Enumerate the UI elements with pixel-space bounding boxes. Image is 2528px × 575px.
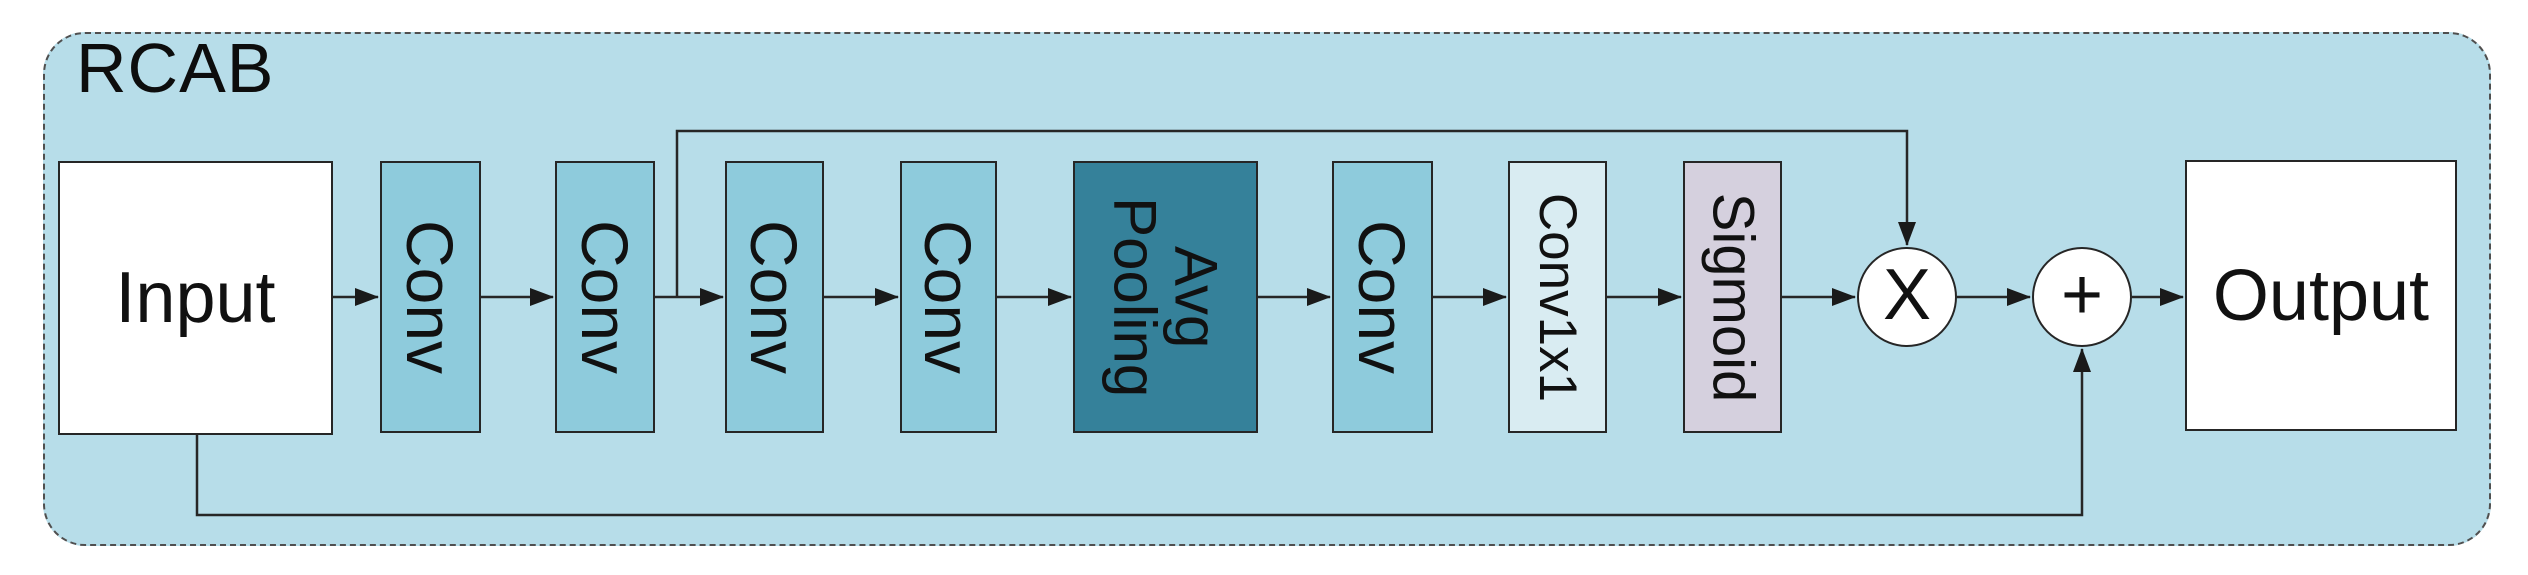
node-output: Output: [2185, 160, 2457, 431]
skip-top-line: [675, 129, 1916, 297]
conv3-label: Conv: [737, 219, 812, 375]
node-conv-4: Conv: [900, 161, 997, 433]
diagram-title: RCAB: [76, 29, 275, 107]
node-input: Input: [58, 161, 333, 435]
multiply-symbol: X: [1882, 255, 1932, 335]
avg-pooling-label: Avg Pooling: [1101, 196, 1230, 398]
add-symbol: +: [2060, 255, 2104, 335]
node-conv1x1: Conv1x1: [1508, 161, 1607, 433]
conv4-label: Conv: [911, 219, 986, 375]
node-conv-1: Conv: [380, 161, 481, 433]
output-label: Output: [2212, 255, 2430, 336]
node-add-circle: +: [2032, 247, 2132, 347]
conv1x1-label: Conv1x1: [1528, 192, 1587, 402]
node-multiply-circle: X: [1857, 247, 1957, 347]
node-avg-pooling: Avg Pooling: [1073, 161, 1258, 433]
node-conv-3: Conv: [725, 161, 824, 433]
conv2-label: Conv: [568, 219, 643, 375]
skip-bottom-line: [195, 348, 2091, 517]
node-conv-2: Conv: [555, 161, 655, 433]
node-sigmoid: Sigmoid: [1683, 161, 1782, 433]
sigmoid-label: Sigmoid: [1700, 192, 1766, 402]
conv1-label: Conv: [393, 219, 468, 375]
input-label: Input: [115, 258, 276, 338]
conv5-label: Conv: [1345, 219, 1420, 375]
node-conv-5: Conv: [1332, 161, 1433, 433]
